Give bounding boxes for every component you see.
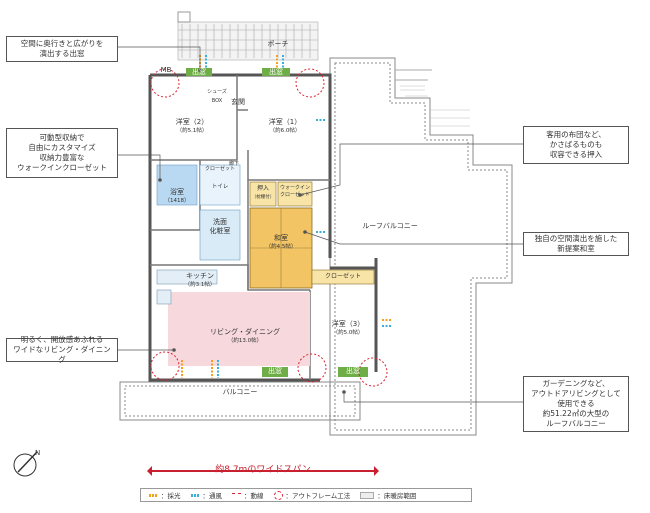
callout-living: 明るく、開放感あふれる ワイドなリビング・ダイニング xyxy=(6,335,118,364)
roof-balcony-label: ルーフバルコニー xyxy=(362,222,418,230)
western2-label: 洋室（2）（約5.1帖） xyxy=(175,118,209,134)
leader-lines xyxy=(118,46,523,403)
wind-arrows xyxy=(205,55,392,378)
legend-light: ：採光 xyxy=(149,490,181,500)
hallway-label: 廊下 xyxy=(228,161,239,167)
svg-text:N: N xyxy=(35,449,40,457)
legend-wind: ：通風 xyxy=(190,490,222,500)
legend: ：採光 ：通風 ：動線 ：アウトフレーム工法 ：床暖房範囲 xyxy=(140,488,472,502)
oshiire xyxy=(249,181,277,207)
bay-window-label-1: 出窓 xyxy=(192,68,206,76)
western3-label: 洋室（3）（約5.0帖） xyxy=(331,320,365,336)
wind-swatch-icon xyxy=(190,493,200,497)
ld-label: リビング・ダイニング（約13.0帖） xyxy=(210,328,280,344)
mb-label: MB xyxy=(160,66,172,74)
callout-walkin-closet: 可動型収納で 自由にカスタマイズ 収納力豊富な ウォークインクローゼット xyxy=(6,128,118,178)
japanese-label: 和室（約4.5帖） xyxy=(265,234,297,250)
western1-label: 洋室（1）（約6.0帖） xyxy=(268,118,302,134)
roof-balcony-outline xyxy=(329,57,513,436)
bath-label: 浴室（1418） xyxy=(164,188,190,204)
callout-tatami: 独自の空間演出を施した 新提案和室 xyxy=(523,232,629,256)
washroom-label: 洗面 化粧室 xyxy=(209,218,231,235)
walkin-closet xyxy=(277,181,313,207)
floor-swatch-icon xyxy=(360,491,375,499)
callout-roof-balcony: ガーデニングなど、 アウトドアリビングとして 使用できる 約51.22㎡の大型の… xyxy=(523,376,629,432)
toilet-label: トイレ xyxy=(211,184,229,190)
callout-bay-window: 空間に奥行きと広がりを 演出する出窓 xyxy=(6,36,118,62)
kitchen-counter xyxy=(156,269,218,285)
entrance-label: 玄関 xyxy=(231,98,245,106)
bay-window-label-4: 出窓 xyxy=(346,367,360,375)
japanese-closet xyxy=(311,269,375,285)
roof-balcony-hatch xyxy=(400,85,470,127)
legend-move: ：動線 xyxy=(232,490,264,500)
move-swatch-icon xyxy=(232,493,241,497)
oshiire-label: 押入（枕棚付） xyxy=(251,185,275,200)
bath xyxy=(156,164,198,206)
kitchen-label: キッチン（約3.1帖） xyxy=(184,272,216,288)
walkin-label: ウォークイン クローゼット xyxy=(279,185,310,198)
light-swatch-icon xyxy=(149,493,158,497)
bay-window-label-2: 出窓 xyxy=(269,68,283,76)
balcony xyxy=(119,381,361,421)
callout-oshiire: 客用の布団など、 かさばるものも 収容できる押入 xyxy=(523,126,629,164)
legend-frame: ：アウトフレーム工法 xyxy=(273,490,350,500)
porch xyxy=(177,21,319,61)
closet-small-label: クローゼット xyxy=(204,166,235,172)
bay-windows xyxy=(186,68,368,377)
legend-floor: ：床暖房範囲 xyxy=(360,490,416,500)
outframe-marks xyxy=(150,68,388,387)
wide-span-label: 約8.7mのワイドスパン xyxy=(150,462,376,475)
north-compass-icon: N xyxy=(13,449,40,477)
wide-span-arrow xyxy=(147,466,379,476)
bay-window-label-3: 出窓 xyxy=(268,367,282,375)
japanese-closet-label: クローゼット xyxy=(324,273,361,280)
floor-heating-area xyxy=(168,292,310,366)
toilet xyxy=(199,164,241,206)
porch-label: ポーチ xyxy=(267,40,289,48)
balcony-label: バルコニー xyxy=(222,388,258,396)
washroom xyxy=(199,209,241,261)
shoes-label: シューズ BOX xyxy=(207,89,227,104)
frame-swatch-icon xyxy=(273,490,283,500)
